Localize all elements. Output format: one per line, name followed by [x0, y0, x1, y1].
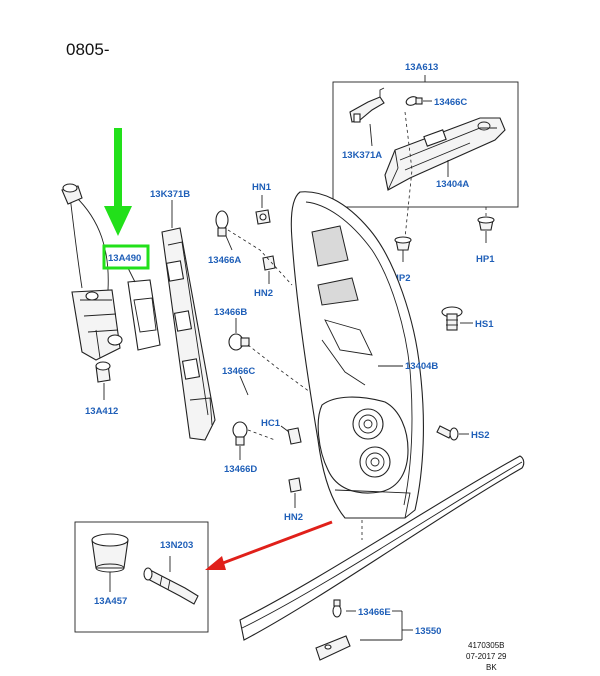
- green-indicator-arrow: [104, 128, 132, 236]
- nut-HN1: [255, 209, 271, 225]
- label-13A613: 13A613: [405, 62, 438, 73]
- bulb-13466B: [228, 333, 250, 351]
- bulb-13466D: [232, 421, 248, 446]
- red-indicator-arrow: [205, 520, 333, 570]
- nut-HN2-lower: [288, 477, 302, 493]
- label-HS2: HS2: [471, 430, 489, 441]
- bulb-13466C-top: [405, 96, 423, 106]
- label-13466C-top: 13466C: [434, 97, 467, 108]
- wiring-harness-13A412: [61, 183, 123, 383]
- label-13466A: 13466A: [208, 255, 241, 266]
- footer-line2: 07-2017 29: [466, 652, 507, 661]
- socket-inset-box: [74, 521, 209, 633]
- label-13K371B: 13K371B: [150, 189, 190, 200]
- bulb-holder-13K371B: [161, 227, 216, 441]
- tail-lamp-assembly: [290, 191, 424, 519]
- diagram-code: 0805-: [66, 40, 109, 59]
- high-mount-stop-lamp: [384, 117, 506, 191]
- label-13A490: 13A490: [108, 253, 141, 264]
- bulb-13N203: [143, 567, 199, 605]
- label-13466E: 13466E: [358, 607, 391, 618]
- label-HC1: HC1: [261, 418, 281, 429]
- label-HP2: HP2: [392, 273, 410, 284]
- label-13466D: 13466D: [224, 464, 257, 475]
- label-13A412: 13A412: [85, 406, 118, 417]
- stop-lamp-inset-box: [332, 81, 519, 208]
- footer-line3: BK: [486, 663, 497, 672]
- connector-13K371A: [349, 87, 385, 123]
- label-HN1: HN1: [252, 182, 272, 193]
- label-13K371A: 13K371A: [342, 150, 382, 161]
- label-13A457: 13A457: [94, 596, 127, 607]
- label-HN2-upper: HN2: [254, 288, 273, 299]
- label-13466B: 13466B: [214, 307, 247, 318]
- highlight-box-13A490: [102, 244, 150, 270]
- label-HS1: HS1: [475, 319, 494, 330]
- bulb-13466E: [332, 599, 342, 618]
- label-HP1: HP1: [476, 254, 495, 265]
- label-13404B: 13404B: [405, 361, 438, 372]
- licence-lamp: [315, 635, 351, 661]
- bulb-13466A: [215, 210, 229, 237]
- label-HN2-lower: HN2: [284, 512, 303, 523]
- screw-HS2: [436, 425, 459, 441]
- grommet-HP2: [394, 236, 412, 251]
- screw-HS1: [441, 306, 463, 331]
- nut-HN2-upper: [262, 255, 276, 271]
- label-13N203: 13N203: [160, 540, 193, 551]
- label-13466C-lower: 13466C: [222, 366, 255, 377]
- label-13550: 13550: [415, 626, 441, 637]
- trim-strip-13550: [239, 455, 525, 641]
- gasket-13A490: [127, 279, 161, 351]
- grommet-HP1: [477, 216, 495, 231]
- footer-line1: 4170305B: [468, 641, 504, 650]
- label-13404A: 13404A: [436, 179, 469, 190]
- socket-13A457: [91, 533, 129, 573]
- clip-HC1: [287, 427, 302, 445]
